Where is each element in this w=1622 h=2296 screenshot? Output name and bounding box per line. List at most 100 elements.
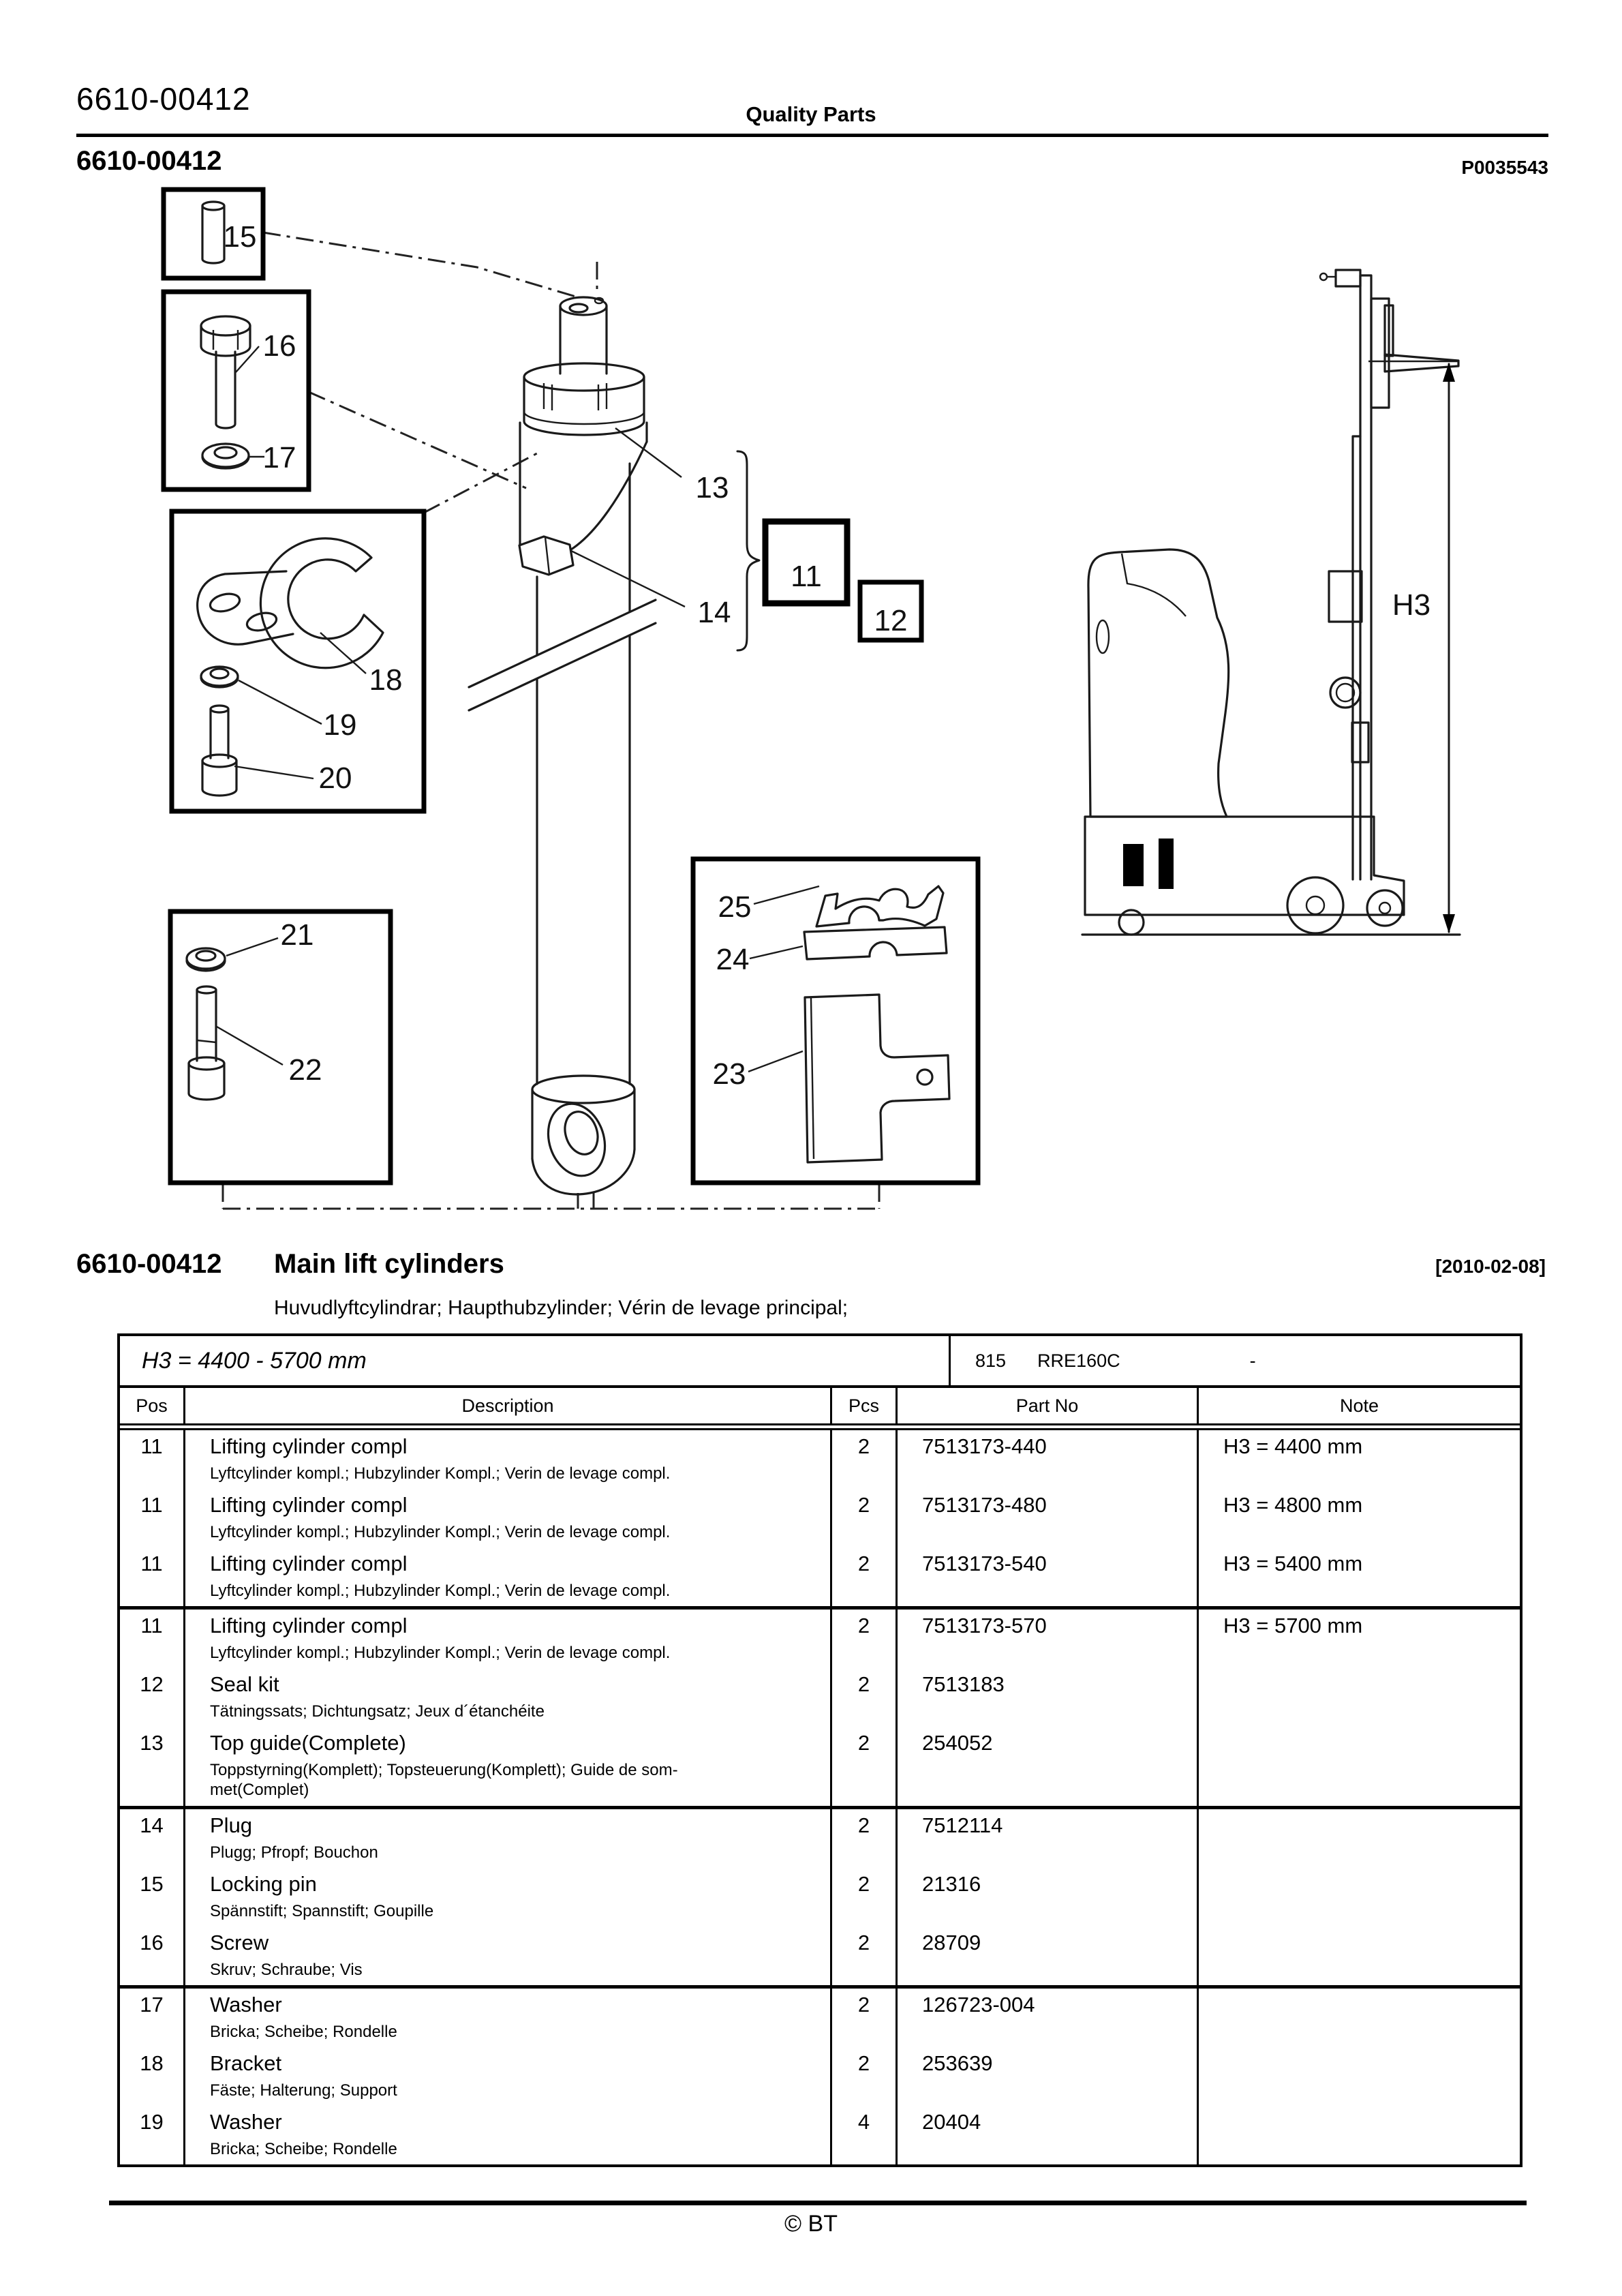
callout-18: 18 (369, 663, 403, 697)
callout-15: 15 (224, 220, 257, 254)
table-body: 11 Lifting cylinder compl Lyftcylinder k… (120, 1430, 1520, 2164)
row-pcs: 2 (832, 1489, 898, 1547)
row-note (1199, 1668, 1520, 1727)
table-row: 16 Screw Skruv; Schraube; Vis 2 28709 (120, 1927, 1520, 1985)
row-partno: 28709 (898, 1927, 1199, 1985)
row-desc-sub: Bricka; Scheibe; Rondelle (210, 2022, 397, 2041)
row-desc-cell: Plug Plugg; Pfropf; Bouchon (185, 1809, 832, 1868)
screw-icon (201, 704, 238, 797)
screw-icon (187, 985, 226, 1101)
callout-16: 16 (263, 329, 296, 363)
section-date: [2010-02-08] (1435, 1256, 1546, 1277)
h3-label: H3 (1392, 588, 1430, 622)
row-pos: 12 (120, 1668, 185, 1727)
row-pcs: 2 (832, 1809, 898, 1868)
row-pcs: 2 (832, 1989, 898, 2047)
caster-wheel (1118, 909, 1145, 936)
row-desc-cell: Lifting cylinder compl Lyftcylinder komp… (185, 1547, 832, 1606)
section-subtitle: Huvudlyftcylindrar; Haupthubzylinder; Vé… (274, 1297, 848, 1319)
row-desc-main: Washer (210, 1993, 282, 2016)
model-dash: - (1249, 1350, 1256, 1371)
row-desc-main: Bracket (210, 2051, 282, 2075)
row-partno: 20404 (898, 2106, 1199, 2164)
row-pcs: 2 (832, 1927, 898, 1985)
row-desc-sub: Tätningssats; Dichtungsatz; Jeux d´étanc… (210, 1702, 545, 1721)
col-header-description: Description (185, 1388, 832, 1423)
callout-box-12 (857, 579, 924, 643)
table-row: 19 Washer Bricka; Scheibe; Rondelle 4 20… (120, 2106, 1520, 2164)
model-cell: 815 RRE160C - (951, 1336, 1520, 1385)
load-wheel (1366, 889, 1404, 927)
row-desc-main: Lifting cylinder compl (210, 1552, 408, 1575)
table-row: 18 Bracket Fäste; Halterung; Support 2 2… (120, 2047, 1520, 2106)
row-note (1199, 1809, 1520, 1868)
row-pcs: 2 (832, 1868, 898, 1927)
row-desc-sub: Toppstyrning(Komplett); Topsteuerung(Kom… (210, 1760, 678, 1779)
row-desc-main: Top guide(Complete) (210, 1731, 406, 1755)
row-pos: 11 (120, 1430, 185, 1489)
row-pos: 15 (120, 1868, 185, 1927)
row-pos: 11 (120, 1610, 185, 1668)
row-desc-main: Plug (210, 1813, 253, 1837)
row-desc-cell: Lifting cylinder compl Lyftcylinder komp… (185, 1489, 832, 1547)
row-desc-cell: Bracket Fäste; Halterung; Support (185, 2047, 832, 2106)
row-desc-main: Locking pin (210, 1872, 317, 1896)
callout-box-locking-pin: 15 (161, 187, 266, 281)
model-name: RRE160C (1037, 1350, 1120, 1371)
row-pos: 11 (120, 1547, 185, 1606)
table-row: 15 Locking pin Spännstift; Spannstift; G… (120, 1868, 1520, 1927)
variant-range: H3 = 4400 - 5700 mm (120, 1336, 951, 1385)
row-desc-cell: Seal kit Tätningssats; Dichtungsatz; Jeu… (185, 1668, 832, 1727)
reach-truck-illustration: H3 (1081, 269, 1461, 936)
row-note (1199, 1727, 1520, 1806)
row-partno: 7513173-480 (898, 1489, 1199, 1547)
col-header-partno: Part No (898, 1388, 1199, 1423)
callout-12: 12 (874, 604, 908, 637)
table-row: 11 Lifting cylinder compl Lyftcylinder k… (120, 1430, 1520, 1489)
row-desc-main: Screw (210, 1931, 269, 1954)
row-pcs: 2 (832, 1727, 898, 1806)
washer-icon (200, 665, 239, 689)
row-note: H3 = 4400 mm (1223, 1434, 1363, 1458)
row-note (1199, 1989, 1520, 2047)
row-desc-cell: Lifting cylinder compl Lyftcylinder komp… (185, 1430, 832, 1489)
row-pos: 13 (120, 1727, 185, 1806)
row-pcs: 2 (832, 2047, 898, 2106)
section-name: Main lift cylinders (274, 1249, 504, 1279)
row-pos: 19 (120, 2106, 185, 2164)
callout-box-guide-parts: 25 24 23 (690, 856, 981, 1185)
callout-box-washer-screw: 21 22 (168, 909, 393, 1185)
table-row: 12 Seal kit Tätningssats; Dichtungsatz; … (120, 1668, 1520, 1727)
drive-wheel (1286, 876, 1345, 935)
header-double-rule (120, 1423, 1520, 1430)
header-rule (76, 134, 1548, 137)
row-desc-sub: Bricka; Scheibe; Rondelle (210, 2139, 397, 2158)
document-number: 6610-00412 (76, 146, 222, 176)
row-note: H3 = 5400 mm (1223, 1552, 1363, 1575)
row-pos: 11 (120, 1489, 185, 1547)
callout-23: 23 (713, 1057, 746, 1091)
callout-22: 22 (289, 1053, 322, 1087)
callout-box-screw-washer: 16 17 (161, 289, 311, 492)
row-desc-cell: Screw Skruv; Schraube; Vis (185, 1927, 832, 1985)
page-header-title: Quality Parts (746, 102, 876, 126)
row-pos: 14 (120, 1809, 185, 1868)
row-desc-sub: Lyftcylinder kompl.; Hubzylinder Kompl.;… (210, 1581, 671, 1600)
row-desc-sub2: met(Complet) (210, 1781, 309, 1800)
row-note (1199, 2047, 1520, 2106)
model-code: 815 (975, 1350, 1007, 1371)
callout-25: 25 (718, 890, 752, 924)
row-note (1199, 1927, 1520, 1985)
callout-11: 11 (791, 560, 822, 593)
row-partno: 253639 (898, 2047, 1199, 2106)
brace (736, 450, 761, 652)
row-desc-sub: Fäste; Halterung; Support (210, 2081, 397, 2100)
cylinder-callouts: 13 14 11 12 (570, 427, 924, 652)
row-desc-cell: Washer Bricka; Scheibe; Rondelle (185, 1989, 832, 2047)
table-group-divider (120, 1985, 1520, 1989)
screw-icon (200, 315, 251, 429)
callout-13: 13 (696, 471, 729, 504)
clamp-plate-icon (815, 885, 945, 928)
table-variant-band: H3 = 4400 - 5700 mm 815 RRE160C - (120, 1336, 1520, 1388)
callout-17: 17 (263, 441, 296, 474)
